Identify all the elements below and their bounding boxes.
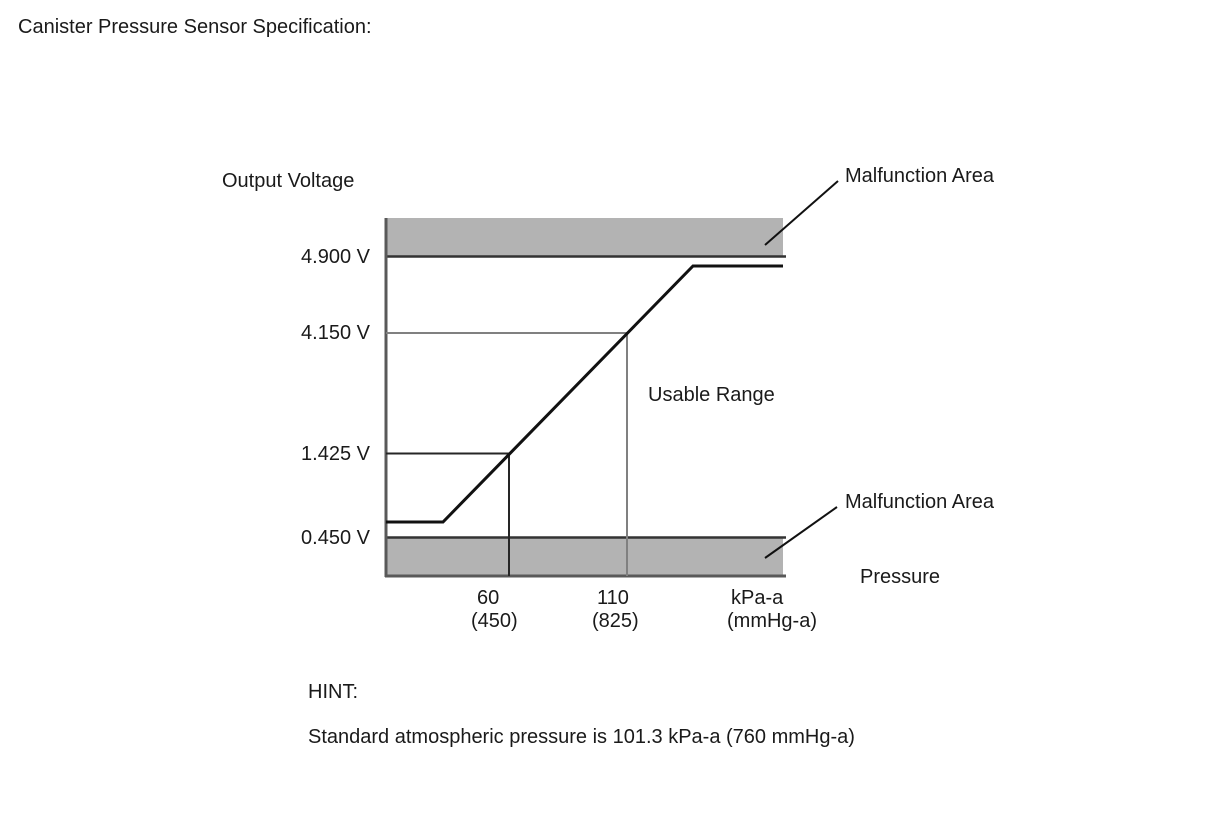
leader-line-top-malfunction	[764, 180, 839, 246]
x-tick-110-sub: (825)	[592, 610, 639, 632]
usable-range-label: Usable Range	[648, 384, 775, 406]
x-unit-kpa: kPa-a	[731, 587, 784, 609]
bottom-malfunction-band	[385, 538, 783, 576]
y-tick-0450: 0.450 V	[301, 527, 370, 549]
x-axis-title: Pressure	[860, 566, 941, 588]
malfunction-area-label-bottom: Malfunction Area	[845, 491, 994, 513]
x-unit-mmhg: (mmHg-a)	[727, 610, 817, 632]
y-axis-title: Output Voltage	[222, 170, 355, 192]
leader-line-bottom-malfunction	[764, 506, 838, 559]
malfunction-area-label-top: Malfunction Area	[845, 165, 994, 187]
x-tick-60: 60	[477, 587, 500, 609]
top-malfunction-band	[385, 218, 783, 256]
x-tick-110: 110	[597, 587, 629, 609]
x-tick-60-sub: (450)	[471, 610, 518, 632]
sensor-curve	[386, 264, 783, 524]
y-tick-4150: 4.150 V	[301, 322, 370, 344]
hint-text: Standard atmospheric pressure is 101.3 k…	[308, 726, 855, 748]
y-tick-4900: 4.900 V	[301, 246, 370, 268]
page-title: Canister Pressure Sensor Specification:	[18, 16, 372, 38]
hint-label: HINT:	[308, 681, 358, 703]
y-tick-1425: 1.425 V	[301, 443, 370, 465]
